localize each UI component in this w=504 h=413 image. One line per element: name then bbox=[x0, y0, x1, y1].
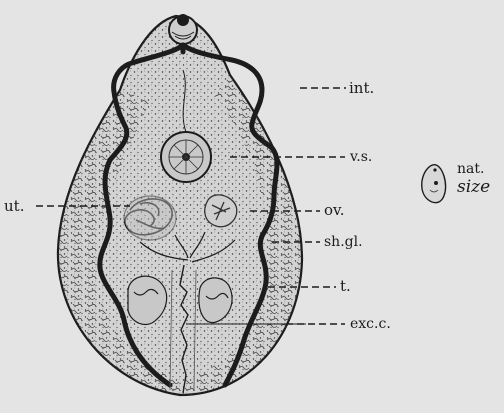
label-shell-gland: sh.gl. bbox=[324, 234, 363, 250]
label-uterus: ut. bbox=[4, 197, 24, 215]
label-natural-size-1: nat. bbox=[457, 161, 484, 177]
label-intestine: int. bbox=[349, 79, 374, 97]
label-ventral-sucker: v.s. bbox=[349, 149, 372, 165]
label-ovary: ov. bbox=[324, 201, 345, 219]
ventral-sucker bbox=[161, 132, 211, 182]
label-testes: t. bbox=[340, 277, 351, 295]
label-natural-size-2: size bbox=[457, 177, 490, 197]
natural-size-specimen bbox=[422, 165, 446, 203]
uterus bbox=[124, 196, 176, 240]
ovary bbox=[205, 195, 237, 227]
label-excretory-canal: exc.c. bbox=[350, 316, 391, 332]
